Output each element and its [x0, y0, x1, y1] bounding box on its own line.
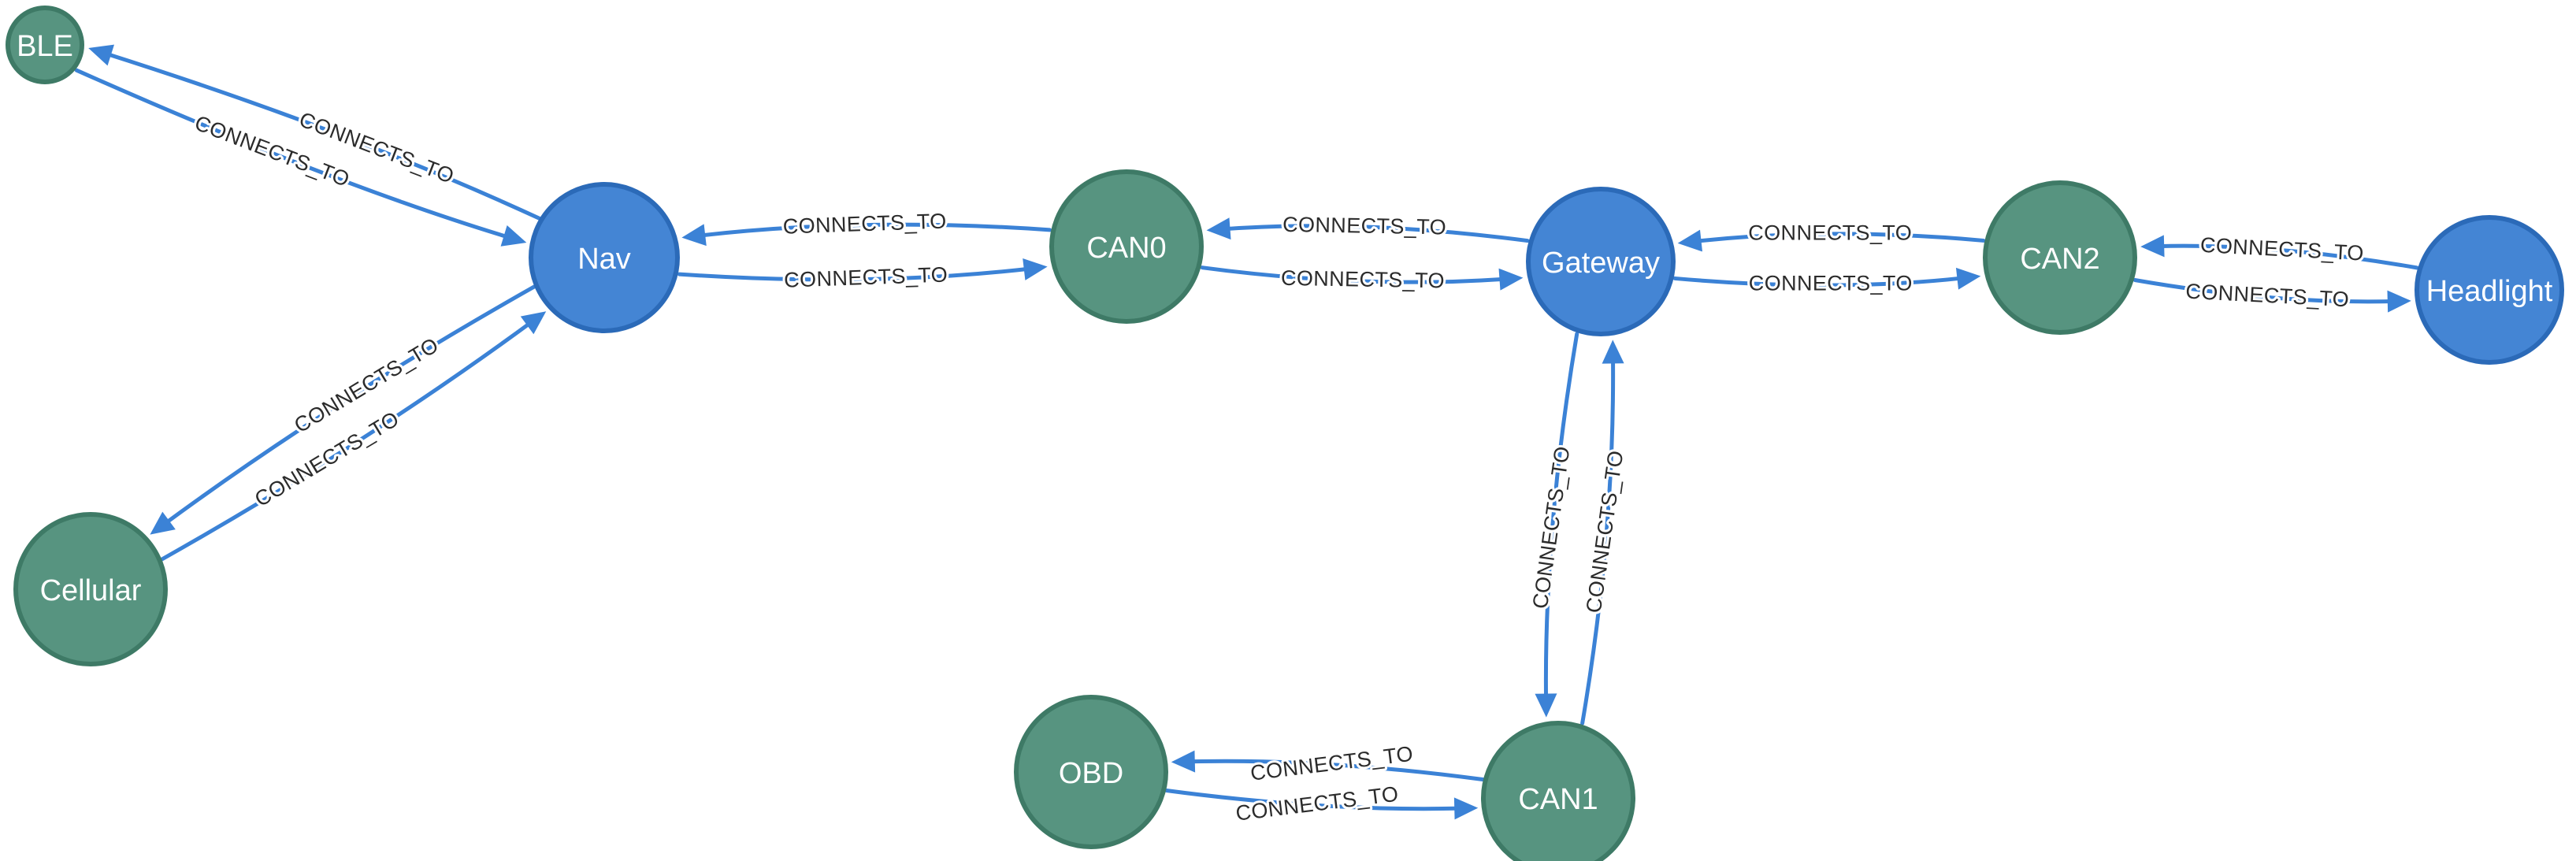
node-circle[interactable] — [1983, 180, 2137, 335]
edge-label: CONNECTS_TO — [782, 210, 947, 239]
graph-edge[interactable] — [2155, 243, 2419, 270]
edge-label: CONNECTS_TO — [2185, 280, 2350, 312]
edge-arrowhead-icon — [1955, 267, 1981, 290]
graph-edge[interactable] — [1580, 354, 1616, 726]
graph-edge[interactable] — [2132, 277, 2396, 304]
graph-edge[interactable] — [161, 284, 536, 527]
graph-node-can2[interactable]: CAN2 — [1983, 180, 2137, 335]
edge-arrowhead-icon — [1535, 693, 1557, 718]
edge-arrowhead-icon — [1171, 750, 1196, 773]
edge-arrowhead-icon — [1023, 258, 1048, 280]
edge-arrowhead-icon — [1206, 217, 1231, 240]
edge-arrowhead-icon — [2140, 235, 2165, 258]
graph-edge[interactable] — [696, 222, 1052, 238]
edge-label: CONNECTS_TO — [1528, 445, 1575, 610]
graph-edge[interactable] — [1692, 232, 1986, 243]
edge-arrowhead-icon — [500, 225, 527, 247]
edge-arrowhead-icon — [1453, 797, 1479, 820]
node-circle[interactable] — [529, 182, 680, 333]
graph-edge[interactable] — [677, 266, 1033, 282]
graph-edge[interactable] — [74, 68, 513, 240]
edge-label: CONNECTS_TO — [784, 262, 948, 291]
graph-node-nav[interactable]: Nav — [529, 182, 680, 333]
edge-arrowhead-icon — [88, 44, 115, 66]
edge-arrowhead-icon — [681, 224, 707, 247]
graph-edge[interactable] — [1672, 276, 1966, 288]
graph-node-cellular[interactable]: Cellular — [13, 512, 168, 666]
edge-label: CONNECTS_TO — [1748, 221, 1912, 245]
graph-edge[interactable] — [1221, 224, 1530, 243]
edge-arrowhead-icon — [520, 311, 547, 335]
node-circle[interactable] — [2415, 215, 2564, 365]
graph-edge[interactable] — [1543, 332, 1579, 703]
edge-arrowhead-icon — [1602, 340, 1624, 364]
node-circle[interactable] — [1526, 187, 1676, 336]
edge-arrowhead-icon — [1677, 229, 1703, 252]
node-circle[interactable] — [1014, 695, 1168, 849]
graph-node-gateway[interactable]: Gateway — [1526, 187, 1676, 336]
edge-label: CONNECTS_TO — [1282, 213, 1446, 239]
edges-layer — [74, 44, 2419, 820]
edge-label: CONNECTS_TO — [1249, 742, 1415, 785]
graph-edge[interactable] — [160, 319, 535, 562]
edge-arrowhead-icon — [150, 511, 176, 535]
graph-node-obd[interactable]: OBD — [1014, 695, 1168, 849]
edge-arrowhead-icon — [2387, 290, 2411, 313]
node-circle[interactable] — [6, 6, 84, 84]
edge-label: CONNECTS_TO — [2199, 233, 2364, 265]
graph-edge[interactable] — [102, 50, 541, 221]
edge-label: CONNECTS_TO — [1281, 266, 1445, 293]
graph-edge[interactable] — [1200, 265, 1509, 284]
node-circle[interactable] — [13, 512, 168, 666]
edge-arrowhead-icon — [1498, 268, 1524, 291]
graph-node-headlight[interactable]: Headlight — [2415, 215, 2564, 365]
node-circle[interactable] — [1049, 169, 1204, 324]
graph-edge[interactable] — [1164, 788, 1464, 811]
graph-node-ble[interactable]: BLE — [6, 6, 84, 84]
edge-label: CONNECTS_TO — [1582, 449, 1628, 614]
edge-label: CONNECTS_TO — [1749, 272, 1913, 295]
edge-label: CONNECTS_TO — [1234, 782, 1400, 826]
graph-edge[interactable] — [1186, 759, 1485, 782]
node-circle[interactable] — [1481, 721, 1635, 861]
graph-node-can1[interactable]: CAN1 — [1481, 721, 1635, 861]
graph-node-can0[interactable]: CAN0 — [1049, 169, 1204, 324]
